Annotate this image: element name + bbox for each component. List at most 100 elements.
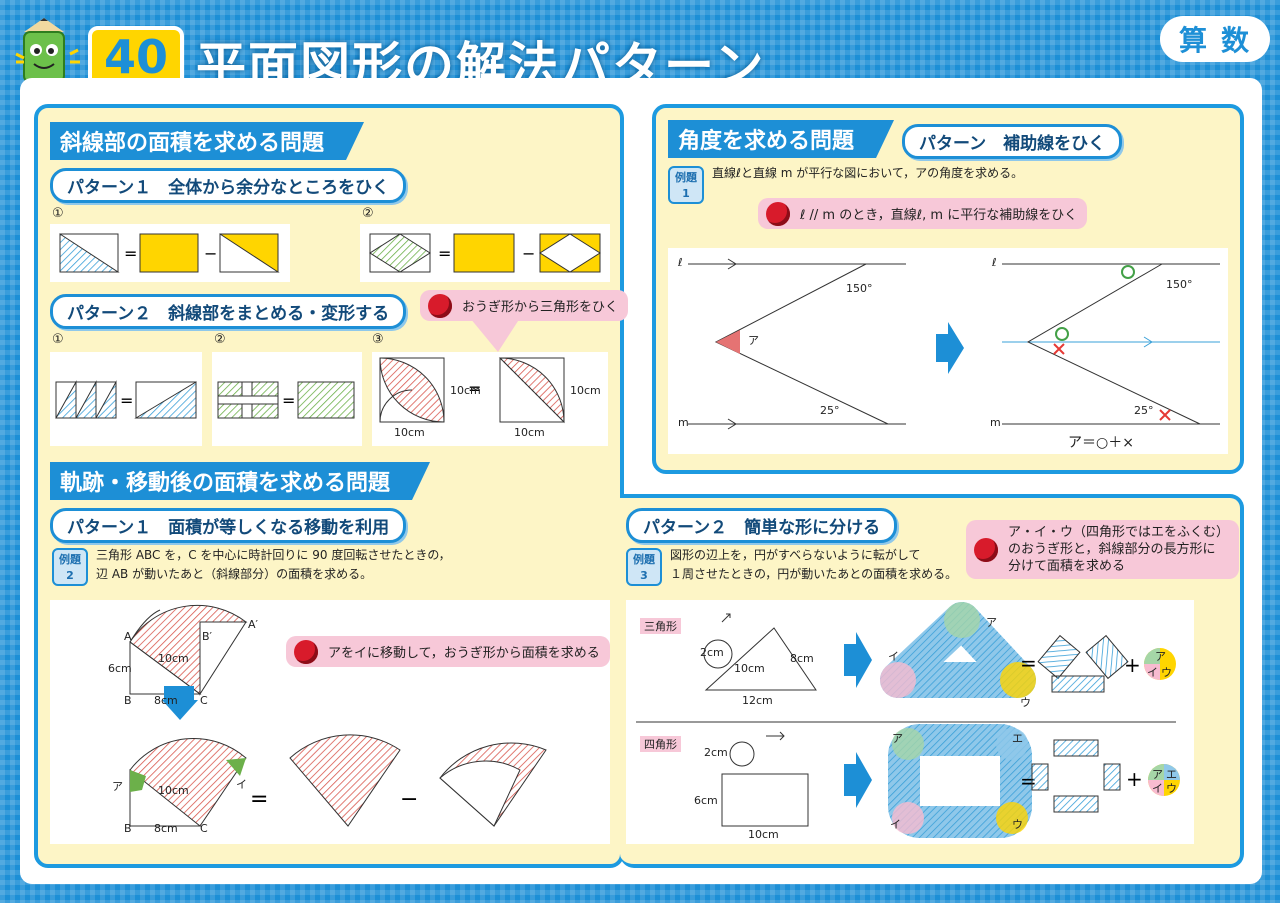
sq-label-u: ウ <box>1012 818 1023 831</box>
vertex-b2-top: B′ <box>202 630 213 643</box>
tri-label-i: イ <box>888 650 899 663</box>
point-icon <box>428 293 452 318</box>
section-title-locus: 軌跡・移動後の面積を求める問題 <box>50 462 430 500</box>
angle-answer: ア＝○＋× <box>1068 435 1134 451</box>
figure-rolling-circle: = + = + 三角形 2cm 10cm 8cm 12cm ア イ ウ ア イ … <box>626 600 1194 844</box>
section-title-angle: 角度を求める問題 <box>668 120 894 158</box>
vertex-c-bottom: C <box>200 822 208 835</box>
sq-2cm: 2cm <box>704 746 728 759</box>
point-icon <box>766 201 790 226</box>
svg-text:=: = <box>438 244 451 263</box>
len-8cm-top: 8cm <box>154 694 178 707</box>
point-note-move: アをイに移動して，おうぎ形から面積を求める <box>286 636 610 667</box>
len-10cm-bottom-a: 10cm <box>394 426 425 439</box>
pattern-auxiliary-line-label: パターン 補助線をひく <box>902 124 1123 159</box>
sq-label-i: イ <box>890 818 901 831</box>
angle-a-left: ア <box>748 334 759 347</box>
svg-text:=: = <box>468 379 481 398</box>
svg-text:=: = <box>1020 651 1037 675</box>
figure-p2-3: = 10cm 10cm 10cm 10cm <box>372 352 608 446</box>
angle-150-right: 150° <box>1166 278 1193 291</box>
angle-25-left: 25° <box>820 404 840 417</box>
sq-10cm: 10cm <box>748 828 779 841</box>
marker-2c: ③ <box>372 332 384 347</box>
label-i-bottom: イ <box>236 778 247 791</box>
sq-piece-i: イ <box>1152 782 1163 795</box>
tri-label-u: ウ <box>1020 696 1031 709</box>
point-icon <box>974 537 998 562</box>
tri-2cm: 2cm <box>700 646 724 659</box>
tri-piece-a: ア <box>1155 650 1166 663</box>
marker-1b: ② <box>362 206 374 221</box>
pattern-combine-label: パターン２ 斜線部をまとめる・変形する <box>50 294 407 329</box>
pattern-divide-label: パターン２ 簡単な形に分ける <box>626 508 898 543</box>
tri-8cm: 8cm <box>790 652 814 665</box>
line-l-left: ℓ <box>678 256 683 269</box>
vertex-b-top: B <box>124 694 132 707</box>
len-10cm-bottom-b: 10cm <box>514 426 545 439</box>
svg-text:−: − <box>522 244 535 263</box>
sq-piece-e: エ <box>1166 768 1177 781</box>
example-1-text: 直線ℓと直線 m が平行な図において，アの角度を求める。 <box>712 166 1024 180</box>
len-10cm-top: 10cm <box>158 652 189 665</box>
line-l-right: ℓ <box>992 256 997 269</box>
line-m-left: m <box>678 416 689 429</box>
figure-p1-1: = − <box>50 224 290 282</box>
angle-25-right: 25° <box>1134 404 1154 417</box>
tri-label-a: ア <box>986 616 997 629</box>
chapter-number-badge: 40 <box>88 26 184 88</box>
tag-triangle: 三角形 <box>640 618 681 634</box>
angle-150-left: 150° <box>846 282 873 295</box>
sq-piece-u: ウ <box>1166 782 1177 795</box>
point-note-divide: ア・イ・ウ（四角形ではエをふくむ）のおうぎ形と，斜線部分の長方形に分けて面積を求… <box>966 520 1240 579</box>
line-m-right: m <box>990 416 1001 429</box>
len-10cm-side-a: 10cm <box>450 384 481 397</box>
svg-text:+: + <box>1124 653 1141 677</box>
figure-angle: ℓ m 150° 25° ア ℓ m 150° 25° ア＝○＋× <box>668 248 1228 454</box>
svg-text:=: = <box>124 244 137 263</box>
sq-label-a: ア <box>892 732 903 745</box>
vertex-c-top: C <box>200 694 208 707</box>
tri-10cm: 10cm <box>734 662 765 675</box>
tri-12cm: 12cm <box>742 694 773 707</box>
pattern-subtract-label: パターン１ 全体から余分なところをひく <box>50 168 407 203</box>
point-note-fan-minus-triangle: おうぎ形から三角形をひく <box>420 290 629 321</box>
pencil-mascot-icon <box>14 14 84 94</box>
svg-text:−: − <box>400 787 418 812</box>
svg-text:=: = <box>120 391 133 410</box>
marker-2b: ② <box>214 332 226 347</box>
len-6cm-top: 6cm <box>108 662 132 675</box>
label-a-bottom: ア <box>112 780 123 793</box>
vertex-b-bottom: B <box>124 822 132 835</box>
subject-badge: 算数 <box>1160 16 1270 62</box>
svg-text:−: − <box>204 244 217 263</box>
point-note-parallel: ℓ // m のとき，直線ℓ, m に平行な補助線をひく <box>758 198 1088 229</box>
len-10cm-bottom: 10cm <box>158 784 189 797</box>
sq-piece-a: ア <box>1152 768 1163 781</box>
point-icon <box>294 639 318 664</box>
vertex-a-top: A <box>124 630 132 643</box>
figure-p1-2: = − <box>360 224 610 282</box>
example-2-text: 三角形 ABC を，C を中心に時計回りに 90 度回転させたときの，辺 AB … <box>96 548 451 581</box>
marker-1a: ① <box>52 206 64 221</box>
svg-text:=: = <box>282 391 295 410</box>
svg-text:+: + <box>1126 767 1143 791</box>
len-8cm-bottom: 8cm <box>154 822 178 835</box>
figure-p2-1: = <box>50 352 202 446</box>
vertex-a2-top: A′ <box>248 618 259 631</box>
pattern-equal-move-label: パターン１ 面積が等しくなる移動を利用 <box>50 508 407 543</box>
figure-p2-2: = <box>212 352 362 446</box>
len-10cm-side-b: 10cm <box>570 384 601 397</box>
sq-label-e: エ <box>1012 732 1023 745</box>
section-title-shaded-area: 斜線部の面積を求める問題 <box>50 122 364 160</box>
svg-text:=: = <box>250 787 268 812</box>
marker-2a: ① <box>52 332 64 347</box>
tri-piece-i: イ <box>1147 666 1158 679</box>
tag-square: 四角形 <box>640 736 681 752</box>
tri-piece-u: ウ <box>1161 666 1172 679</box>
sq-6cm: 6cm <box>694 794 718 807</box>
